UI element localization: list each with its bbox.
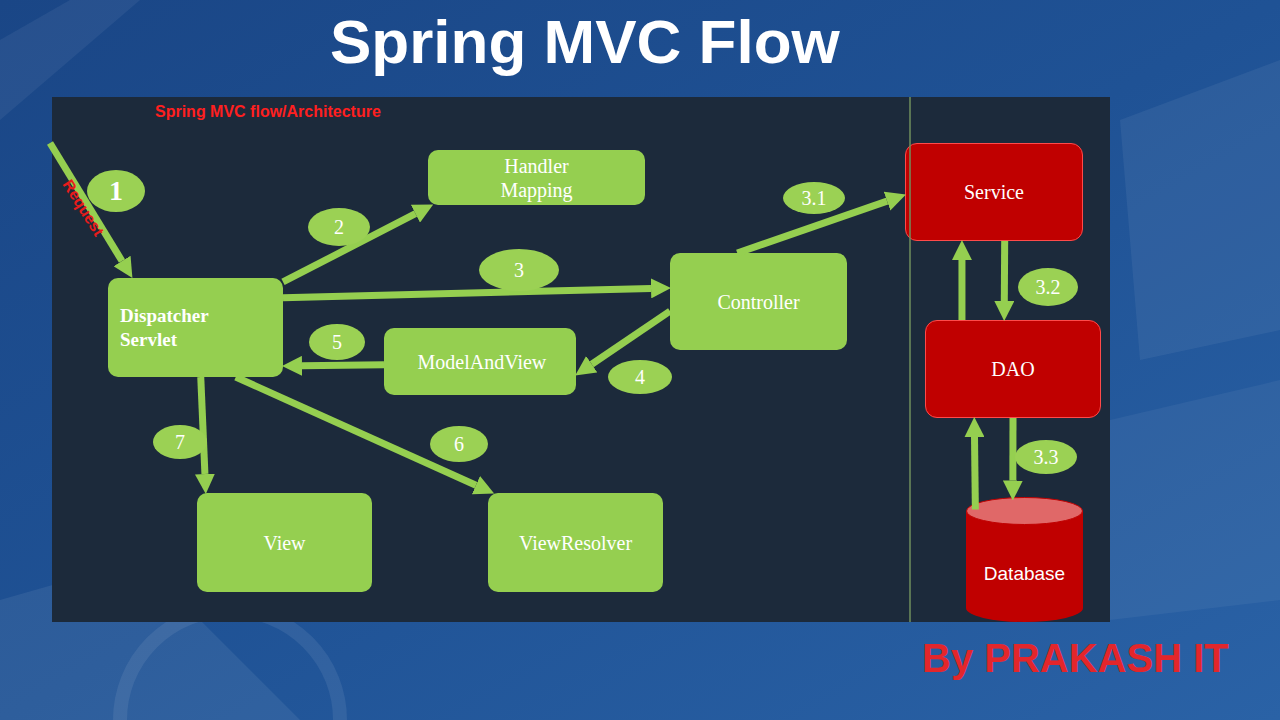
node-label: Dispatcher Servlet	[120, 304, 235, 352]
diagram-panel: Dispatcher Servlet Handler MappingControl…	[52, 97, 1110, 622]
callout-number: 4	[608, 360, 672, 394]
background-building	[1120, 60, 1280, 360]
mapping-box: Handler Mapping	[428, 150, 645, 205]
node-label: Service	[964, 181, 1024, 204]
model-box: ModelAndView	[384, 328, 576, 395]
flow-arrow	[1009, 418, 1016, 481]
background-building	[1110, 380, 1280, 620]
separator-line	[909, 97, 911, 622]
callout-number: 6	[430, 426, 488, 462]
flow-arrow	[201, 377, 205, 474]
cylinder-body	[966, 511, 1083, 622]
node-label: ModelAndView	[418, 350, 543, 374]
servlet-box: Dispatcher Servlet	[108, 278, 283, 377]
flow-arrow	[971, 437, 979, 510]
panel-heading: Spring MVC flow/Architecture	[155, 103, 381, 121]
resolver-box: ViewResolver	[488, 493, 663, 592]
cylinder-shape	[966, 497, 1083, 622]
page-title: Spring MVC Flow	[330, 6, 840, 77]
callout-number: 1	[87, 170, 145, 212]
node-label: ViewResolver	[519, 531, 632, 555]
controller-box: Controller	[670, 253, 847, 350]
cylinder-top	[967, 498, 1083, 525]
flow-arrow	[283, 288, 651, 297]
dao-box: DAO	[925, 320, 1101, 418]
callout-number: 5	[309, 324, 365, 360]
service-box: Service	[905, 143, 1083, 241]
callout-number: 3.2	[1018, 268, 1078, 306]
flow-arrow	[302, 365, 384, 366]
callout-number: 3.3	[1015, 440, 1077, 474]
flow-arrow	[1001, 241, 1008, 301]
node-label: Handler Mapping	[474, 154, 599, 202]
callout-number: 2	[308, 208, 370, 246]
node-label: Database	[984, 563, 1065, 585]
callout-number: 7	[153, 425, 207, 459]
node-label: View	[263, 531, 305, 555]
database-cylinder: Database	[966, 497, 1083, 622]
flow-arrow	[958, 260, 965, 320]
author-credit: By PRAKASH IT	[922, 636, 1229, 681]
view-box: View	[197, 493, 372, 592]
node-label: Controller	[717, 290, 799, 314]
callout-number: 3	[479, 249, 559, 291]
callout-number: 3.1	[783, 182, 845, 214]
node-label: DAO	[991, 358, 1034, 381]
flow-arrow	[592, 311, 670, 364]
background-building	[120, 610, 340, 720]
